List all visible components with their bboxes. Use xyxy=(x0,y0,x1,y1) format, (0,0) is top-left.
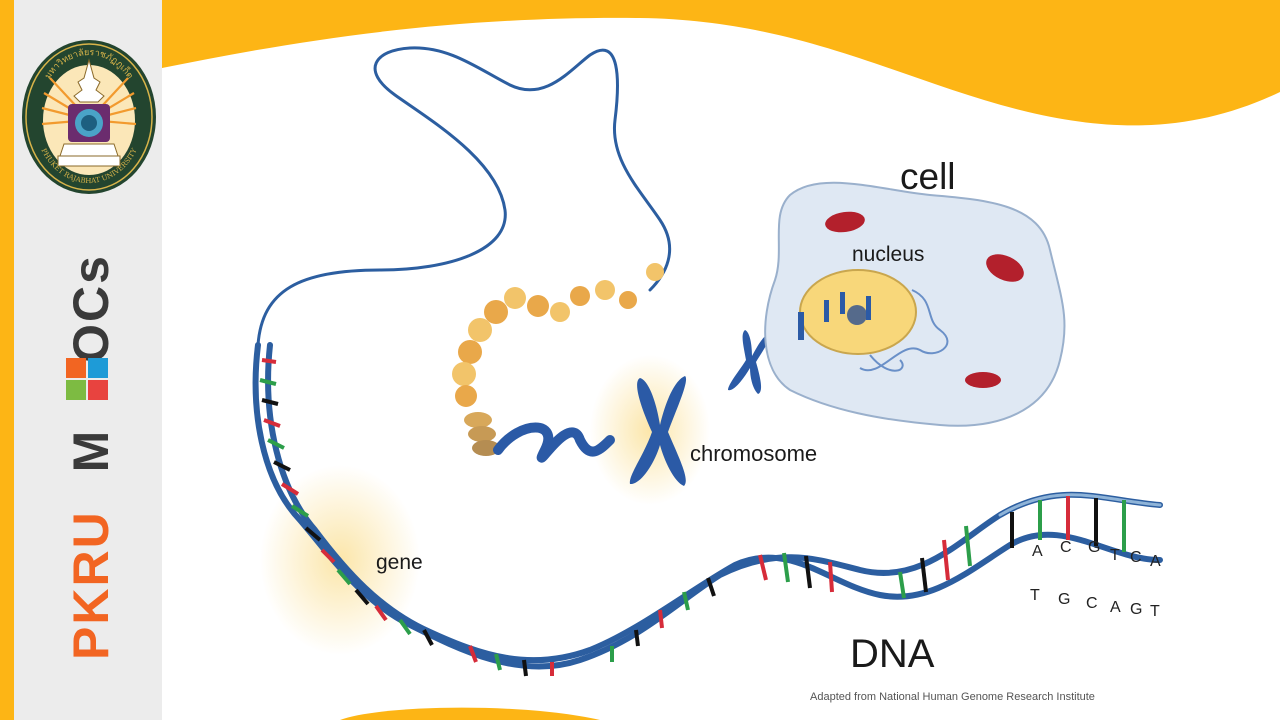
base-pairs xyxy=(259,358,1126,677)
chromosome-glow xyxy=(590,355,710,505)
seq-top-1: A xyxy=(1032,543,1043,560)
source-credit: Adapted from National Human Genome Resea… xyxy=(810,691,1095,703)
seq-bottom-2: G xyxy=(1058,591,1070,608)
chromosome-x xyxy=(629,376,687,486)
chromosome-small xyxy=(728,330,771,394)
brand-ocs: OCs xyxy=(63,254,119,363)
seq-bottom-5: G xyxy=(1130,601,1142,618)
seq-bottom-1: T xyxy=(1030,587,1040,604)
label-dna: DNA xyxy=(850,632,935,676)
label-gene: gene xyxy=(376,551,423,574)
brand-m: M xyxy=(63,429,119,473)
label-nucleus: nucleus xyxy=(852,243,925,266)
seq-bottom-3: C xyxy=(1086,595,1098,612)
seq-top-2: C xyxy=(1060,539,1072,556)
seq-bottom-6: T xyxy=(1150,603,1160,620)
mitochondrion xyxy=(986,254,1024,282)
dna-sequence-letters: A C G T C A T G C A G T xyxy=(1030,539,1161,620)
seq-top-3: G xyxy=(1088,539,1100,556)
brand-pkru: PKRU xyxy=(63,510,119,660)
left-accent-bar xyxy=(0,0,14,720)
svg-text:PKRU M OCs: PKRU M OCs xyxy=(63,254,119,660)
seq-top-6: A xyxy=(1150,553,1161,570)
moocs-puzzle-icon xyxy=(66,358,108,400)
cell xyxy=(764,181,1066,427)
mitochondrion xyxy=(965,372,1001,388)
label-chromosome: chromosome xyxy=(690,441,818,466)
pkru-moocs-brand: PKRU M OCs xyxy=(63,254,119,660)
label-cell: cell xyxy=(900,156,956,197)
university-logo: มหาวิทยาลัยราชภัฏภูเก็ต PHUKET RAJABHAT … xyxy=(22,40,156,194)
mitochondrion xyxy=(825,211,865,233)
nucleosome-coil xyxy=(452,263,664,463)
seq-bottom-4: A xyxy=(1110,599,1121,616)
seq-top-5: C xyxy=(1130,549,1142,566)
seq-top-4: T xyxy=(1110,547,1120,564)
